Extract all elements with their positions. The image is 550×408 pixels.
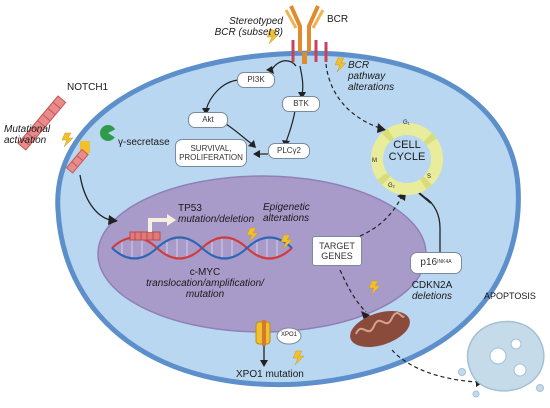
transcription-arrow [148,218,168,232]
cdkn2a-line2: deletions [411,291,453,302]
stereotyped-bcr-line1: Stereotyped [229,16,283,27]
transcription-arrowhead [167,214,176,226]
survival-proliferation-box: SURVIVAL, PROLIFERATION [175,139,247,167]
mitochondrion [350,311,410,347]
cdkn2a-line1: CDKN2A [411,280,453,291]
lightning-icons [61,29,381,366]
survival-line1: SURVIVAL, [190,143,232,153]
pi3k-box: PI3K [237,72,275,88]
bcr-label: BCR [327,14,349,25]
nuclear-pore [255,320,271,367]
stereotyped-bcr-label: Stereotyped BCR (subset 8) [213,16,283,38]
notch1-label: NOTCH1 [67,82,109,93]
lightning-icon [368,280,381,296]
p16-superscript: INK4A [437,259,452,266]
cmyc-label: c-MYC translocation/amplification/ mutat… [130,267,280,300]
plcy2-box: PLCγ2 [268,143,310,159]
target-genes-box: TARGET GENES [312,236,362,266]
notch-to-nucleus-arrow [79,174,111,221]
bcr-receptor [284,5,328,64]
lightning-icon [280,234,293,250]
lightning-icon [292,350,305,366]
target-genes-line2: GENES [321,251,353,261]
gamma-secretase-label: γ-secretase [118,137,170,148]
signaling-arrowheads [202,66,306,158]
notch-icd-on-dna [129,231,161,241]
xpo1-mutation-label: XPO1 mutation [236,369,304,380]
cdkn2a-label: CDKN2A deletions [402,280,462,302]
xpo1-mutation-text: XPO1 mutation [236,369,304,380]
cmyc-line1: c-MYC [189,267,221,278]
mutational-activation-line2: activation [4,135,47,146]
phase-m-label: M [372,158,377,164]
cell-cycle-line1: CELL [393,139,421,151]
mutational-activation-line1: Mutational [4,124,51,135]
p16-text: p16 [420,257,438,269]
lightning-icon [334,57,347,73]
cell-cycle-ring [371,123,443,195]
bcr-alterations-line1: BCR [348,60,370,71]
epigenetic-line2: alterations [263,213,310,224]
btk-box: BTK [282,96,320,112]
cmyc-line3: mutation [185,289,225,300]
epigenetic-line1: Epigenetic [263,202,310,213]
xpo1-badge-shape [276,327,302,345]
tp53-line1: TP53 [178,203,202,214]
tp53-label: TP53 mutation/deletion [178,203,254,225]
apoptosis-label: APOPTOSIS [484,291,536,301]
phase-g2-label: G₂ [388,183,395,189]
p16-inhibition-bar [418,192,432,204]
apoptotic-cell [458,320,545,398]
tp53-line2: mutation/deletion [178,214,255,225]
lightning-icon [246,227,259,243]
bcr-alterations-line3: alterations [348,82,395,93]
mutational-activation-label: Mutational activation [4,124,50,146]
phase-g1-label: G₁ [403,120,410,126]
notch1-receptor [17,95,90,174]
epigenetic-alterations-label: Epigenetic alterations [263,202,310,224]
cmyc-line2: translocation/amplification/ [146,278,264,289]
lightning-icon [61,132,74,148]
akt-box: Akt [188,112,228,128]
bcr-pathway-alterations-label: BCR pathway alterations [348,60,394,93]
cell-cycle-line2: CYCLE [388,151,426,164]
target-genes-line1: TARGET [319,240,355,251]
notch-to-nucleus-arrowhead [108,215,118,225]
lightning-icon [266,29,279,45]
xpo1-badge: XPO1 [280,332,297,338]
cell-cycle-label: CELL CYCLE [385,139,429,163]
bcr-alterations-line2: pathway [348,71,386,82]
stereotyped-bcr-line2: BCR (subset 8) [214,27,283,38]
survival-line2: PROLIFERATION [179,153,243,162]
dashed-arrows [325,63,479,383]
phase-s-label: S [427,174,432,180]
